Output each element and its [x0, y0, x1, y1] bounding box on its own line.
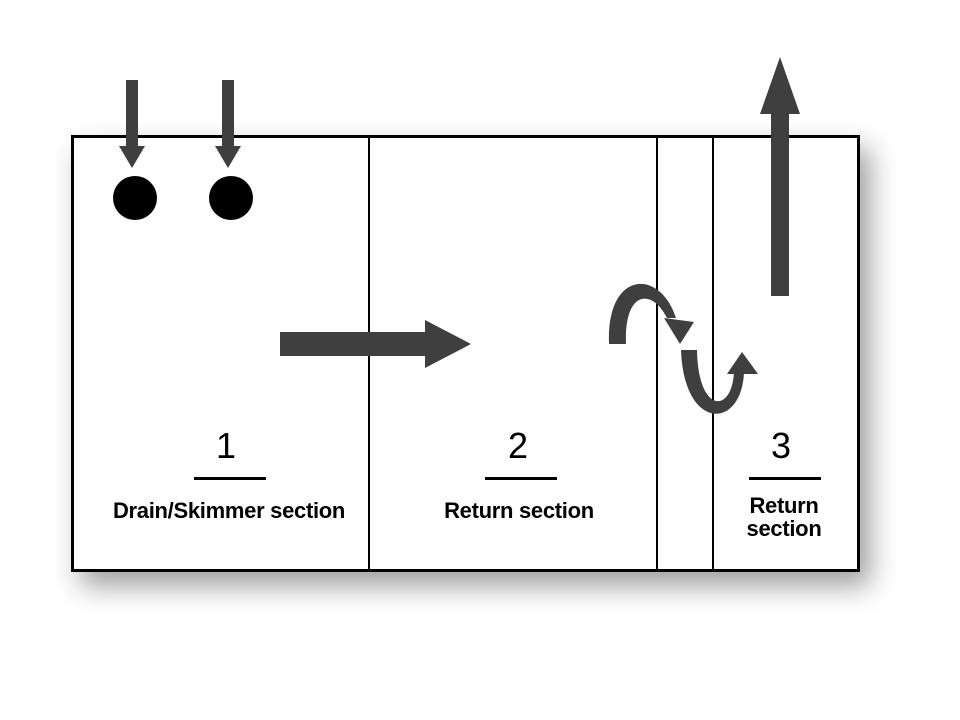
section-3-underline: [749, 477, 821, 480]
section-2-label: Return section: [444, 498, 594, 523]
section-3-label: Return section: [746, 493, 822, 542]
section-3-number: 3: [770, 425, 792, 466]
section-1-underline: [194, 477, 266, 480]
return-arrow: [760, 57, 800, 296]
section-2-underline: [485, 477, 557, 480]
drain-pipe-dot-2: [209, 176, 253, 220]
over-baffle-arrow-icon: [608, 283, 694, 344]
baffle-under: [712, 138, 714, 569]
section-2-number: 2: [507, 425, 529, 466]
sump-tank: 1 Drain/Skimmer section 2 Return section…: [71, 135, 860, 572]
section-1-number: 1: [215, 425, 237, 466]
drain-pipe-dot-1: [113, 176, 157, 220]
inflow-arrow-1: [119, 80, 145, 168]
inflow-arrow-2: [215, 80, 241, 168]
under-baffle-arrow-icon: [681, 350, 758, 414]
baffle-over: [656, 138, 658, 569]
flow-arrow-1-to-2: [280, 320, 471, 368]
section-1-label: Drain/Skimmer section: [112, 498, 346, 523]
